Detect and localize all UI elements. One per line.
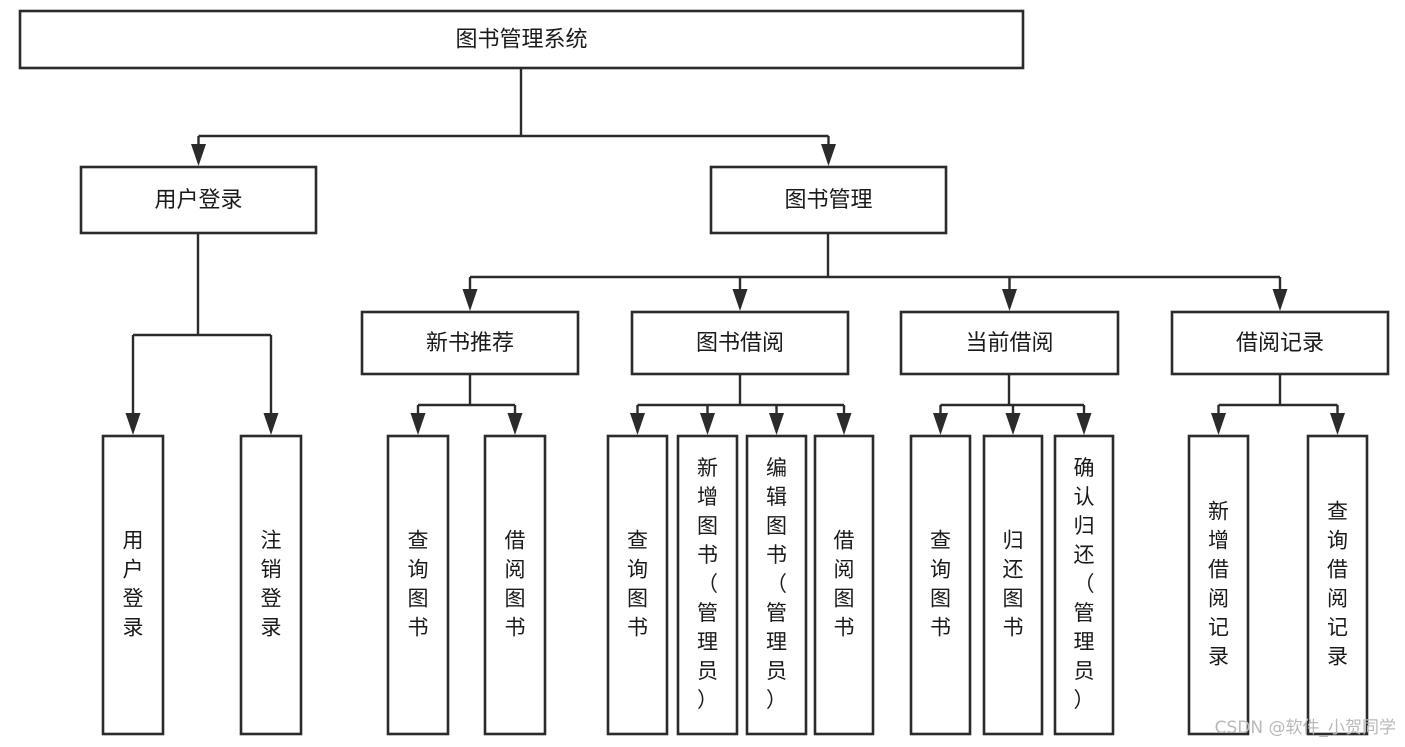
connector-group-user-login [125,233,279,435]
node-label: 编辑图书（管理员） [766,456,787,712]
arrow-head-icon [933,413,948,435]
node-box[interactable] [360,310,580,376]
node-box[interactable] [709,165,948,235]
node-leaf-confirm-return[interactable]: 确认归还（管理员） [1053,434,1115,736]
node-new-book-recommend[interactable]: 新书推荐 [360,310,580,376]
node-label: 用户登录 [154,188,242,213]
node-leaf-query-book-current[interactable]: 查询图书 [909,434,972,736]
node-label: 新增借阅记录 [1208,500,1229,669]
node-current-borrow[interactable]: 当前借阅 [899,310,1120,376]
node-box[interactable] [483,434,547,736]
node-box[interactable] [18,9,1025,70]
connector-group-book-borrow [630,374,852,435]
node-box[interactable] [1187,434,1250,736]
node-box[interactable] [630,310,850,376]
node-box[interactable] [79,165,318,235]
arrow-head-icon [462,289,478,311]
connector-layer [125,68,1345,435]
csdn-watermark: CSDN @软件_小贺同学 [1215,718,1396,738]
node-label: 借阅图书 [505,529,526,640]
node-label: 查询图书 [408,529,429,640]
arrow-head-icon [1002,289,1017,311]
arrow-head-icon [836,413,852,435]
node-box[interactable] [813,434,875,736]
node-label: 图书管理 [784,188,872,213]
node-box[interactable] [676,434,739,736]
arrow-head-icon [630,413,645,435]
arrow-head-icon [1272,289,1288,311]
node-box[interactable] [1170,310,1390,376]
node-leaf-user-login[interactable]: 用户登录 [101,434,165,736]
node-box[interactable] [909,434,972,736]
connector-group-borrow-record [1211,374,1345,435]
node-box[interactable] [606,434,669,736]
connector-group-book-manage [462,233,1288,311]
node-box[interactable] [1306,434,1369,736]
node-user-login[interactable]: 用户登录 [79,165,318,235]
arrow-head-icon [410,413,426,435]
node-leaf-add-borrow-record[interactable]: 新增借阅记录 [1187,434,1250,736]
arrow-head-icon [769,413,784,435]
node-box[interactable] [899,310,1120,376]
node-label: 图书借阅 [696,331,784,356]
node-label: 用户登录 [123,529,144,640]
node-label: 确认归还（管理员） [1074,456,1095,712]
arrow-head-icon [821,144,836,166]
node-label: 借阅记录 [1236,331,1324,356]
arrow-head-icon [732,289,748,311]
node-label: 注销登录 [261,529,282,640]
node-leaf-add-book[interactable]: 新增图书（管理员） [676,434,739,736]
node-leaf-return-book[interactable]: 归还图书 [982,434,1044,736]
arrow-head-icon [507,413,523,435]
arrow-head-icon [191,144,206,166]
arrow-head-icon [125,413,141,435]
arrow-head-icon [1076,413,1092,435]
node-label: 查询图书 [627,529,648,640]
connector-group-new-book-recommend [410,374,523,435]
node-label: 新增图书（管理员） [697,456,718,712]
node-box[interactable] [982,434,1044,736]
arrow-head-icon [1330,413,1345,435]
node-label: 查询借阅记录 [1327,500,1348,669]
node-borrow-record[interactable]: 借阅记录 [1170,310,1390,376]
node-leaf-borrow-book[interactable]: 借阅图书 [813,434,875,736]
node-box[interactable] [745,434,808,736]
node-leaf-user-logout[interactable]: 注销登录 [239,434,303,736]
node-box[interactable] [239,434,303,736]
connector-group-current-borrow [933,374,1092,435]
node-label: 借阅图书 [834,529,855,640]
node-leaf-query-borrow-record[interactable]: 查询借阅记录 [1306,434,1369,736]
node-label: 查询图书 [930,529,951,640]
node-label: 当前借阅 [965,331,1053,356]
node-label: 图书管理系统 [455,28,587,53]
arrow-head-icon [700,413,715,435]
node-box[interactable] [386,434,450,736]
arrow-head-icon [1005,413,1021,435]
node-layer: 图书管理系统用户登录图书管理新书推荐图书借阅当前借阅借阅记录用户登录注销登录查询… [18,9,1390,736]
arrow-head-icon [263,413,279,435]
node-label: 归还图书 [1003,529,1024,640]
connector-group-root [191,68,836,166]
node-root[interactable]: 图书管理系统 [18,9,1025,70]
node-leaf-query-book-borrow[interactable]: 查询图书 [606,434,669,736]
node-leaf-edit-book[interactable]: 编辑图书（管理员） [745,434,808,736]
node-box[interactable] [101,434,165,736]
node-book-borrow[interactable]: 图书借阅 [630,310,850,376]
node-label: 新书推荐 [426,331,514,356]
node-leaf-query-book-rec[interactable]: 查询图书 [386,434,450,736]
arrow-head-icon [1211,413,1226,435]
node-box[interactable] [1053,434,1115,736]
node-leaf-borrow-book-rec[interactable]: 借阅图书 [483,434,547,736]
node-book-manage[interactable]: 图书管理 [709,165,948,235]
